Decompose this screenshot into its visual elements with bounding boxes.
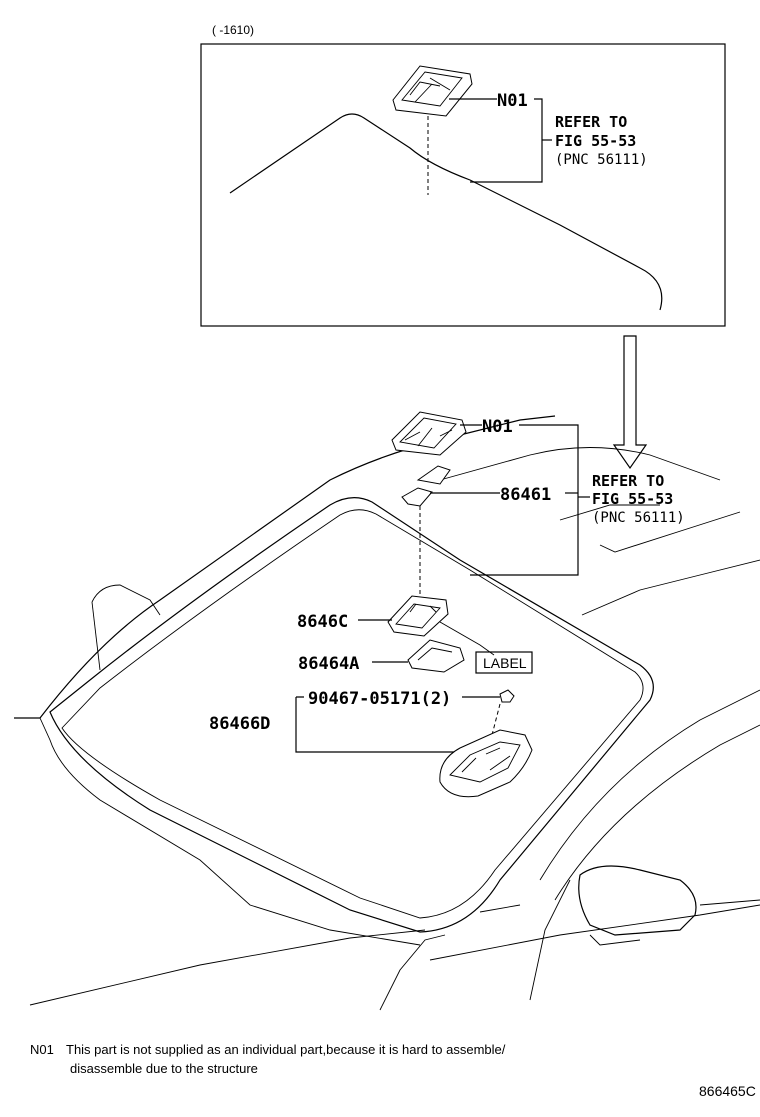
part-8646c-label: 8646C bbox=[297, 612, 348, 632]
main-refer-line3: (PNC 56111) bbox=[592, 510, 685, 526]
down-arrow-icon bbox=[612, 335, 648, 470]
main-refer-line2: FIG 55-53 bbox=[592, 490, 673, 508]
footnote-line1: This part is not supplied as an individu… bbox=[66, 1042, 506, 1057]
part-86464a-label: 86464A bbox=[298, 654, 359, 674]
diagram-code: 866465C bbox=[699, 1083, 756, 1099]
inset-refer-line3: (PNC 56111) bbox=[555, 152, 648, 168]
main-refer-line1: REFER TO bbox=[592, 472, 664, 490]
main-n01-part bbox=[391, 411, 467, 456]
inset-n01-label: N01 bbox=[497, 91, 528, 111]
inset-frame bbox=[200, 43, 726, 327]
part-86466d-bracket bbox=[295, 696, 470, 753]
part-86464a bbox=[407, 639, 465, 673]
label-box bbox=[475, 651, 533, 674]
inset-refer-line1: REFER TO bbox=[555, 113, 627, 131]
footnote-line2: disassemble due to the structure bbox=[70, 1061, 258, 1076]
main-bracket bbox=[470, 424, 579, 576]
inset-bracket bbox=[470, 98, 543, 183]
part-86466d-label: 86466D bbox=[209, 714, 270, 734]
screw-dash-line bbox=[491, 703, 501, 736]
label-tag-text: LABEL bbox=[483, 655, 527, 671]
main-n01-label: N01 bbox=[482, 417, 513, 437]
part-86466d-lamp bbox=[439, 729, 533, 798]
inset-n01-part bbox=[392, 65, 473, 117]
inset-refer-line2: FIG 55-53 bbox=[555, 132, 636, 150]
footnote-code: N01 bbox=[30, 1042, 54, 1057]
part-8646c bbox=[387, 595, 449, 637]
part-86461-label: 86461 bbox=[500, 485, 551, 505]
screw-90467 bbox=[499, 689, 515, 703]
part-86461 bbox=[401, 465, 451, 507]
screw-label: 90467-05171(2) bbox=[308, 689, 451, 709]
range-label: ( -1610) bbox=[212, 23, 254, 37]
inset-roof-line bbox=[229, 113, 663, 311]
